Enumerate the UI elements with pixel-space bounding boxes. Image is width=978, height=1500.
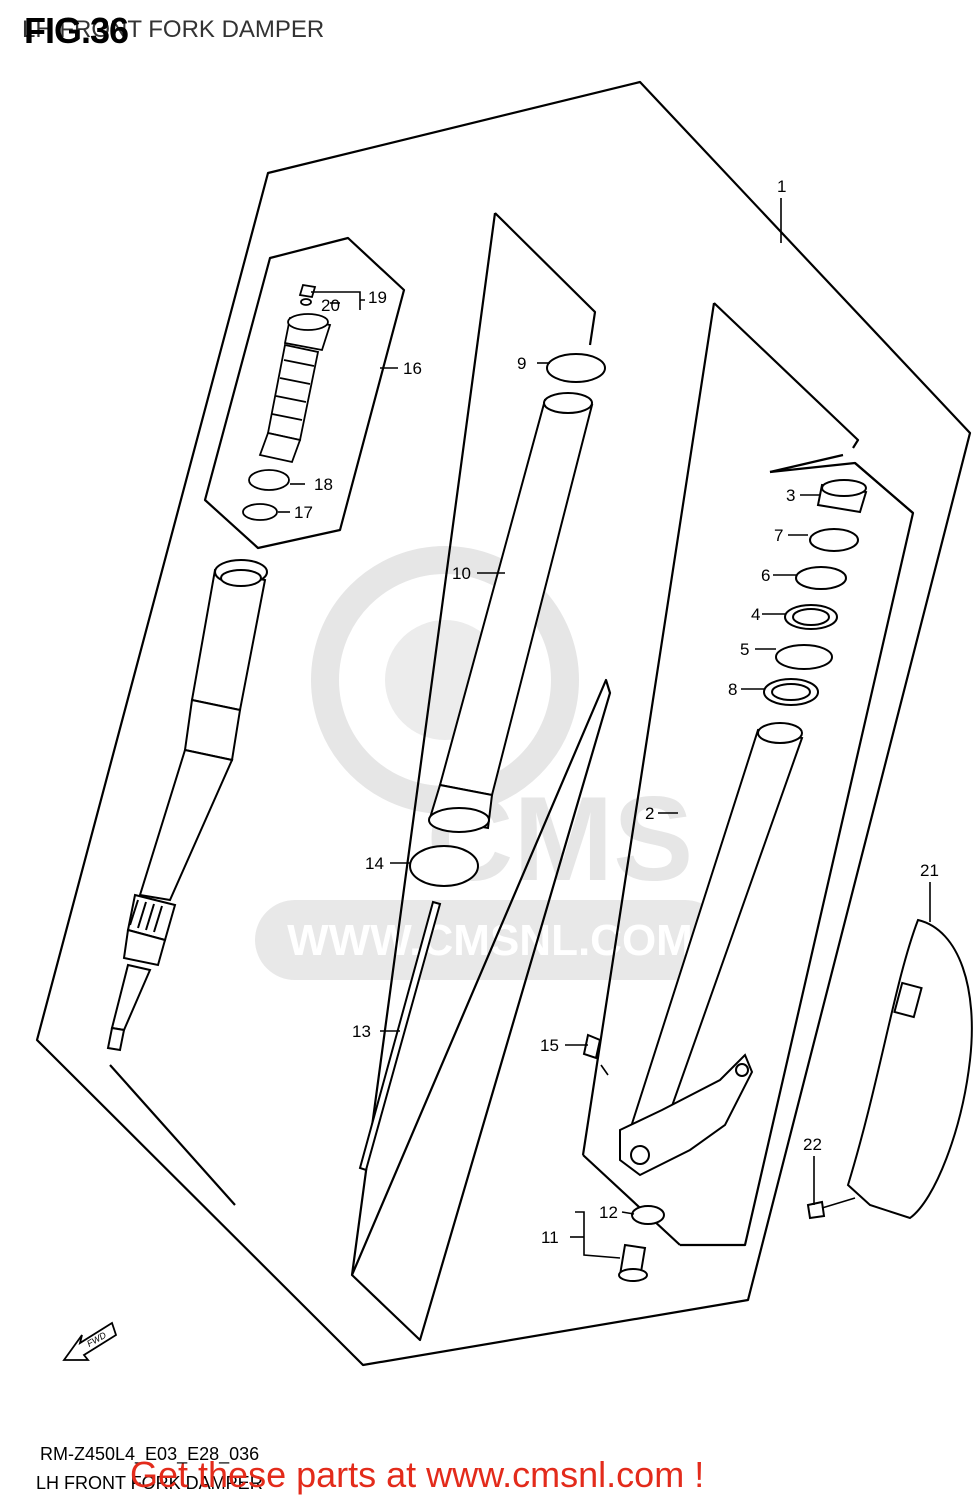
gasket-12 xyxy=(631,1205,665,1225)
valve-assembly-16 xyxy=(242,283,332,521)
leader-lines xyxy=(278,198,931,1259)
callout-21: 21 xyxy=(920,861,939,880)
callout-22: 22 xyxy=(803,1135,822,1154)
callout-16: 16 xyxy=(403,359,422,378)
washer-6 xyxy=(795,566,847,590)
clip-5 xyxy=(775,644,833,670)
callout-4: 4 xyxy=(751,605,760,624)
rod-13 xyxy=(358,900,442,1172)
o-ring-18 xyxy=(248,469,290,491)
bush-7 xyxy=(809,528,859,552)
callout-13: 13 xyxy=(352,1022,371,1041)
callout-17: 17 xyxy=(294,503,313,522)
header-subtitle: LH FRONT FORK DAMPER xyxy=(22,16,325,43)
callout-15: 15 xyxy=(540,1036,559,1055)
callout-20: 20 xyxy=(321,296,340,315)
callout-12: 12 xyxy=(599,1203,618,1222)
damper-cartridge xyxy=(106,559,268,1052)
callout-11: 11 xyxy=(541,1228,559,1247)
callout-5: 5 xyxy=(740,640,749,659)
axle-bracket xyxy=(619,1053,754,1177)
outer-group-box xyxy=(35,80,972,1367)
callout-10: 10 xyxy=(452,564,471,583)
group-box-16 xyxy=(203,236,406,550)
bolt-15 xyxy=(582,1033,602,1060)
callout-18: 18 xyxy=(314,475,333,494)
callout-9: 9 xyxy=(517,354,526,373)
cta-link[interactable]: Get these parts at www.cmsnl.com ! xyxy=(130,1454,705,1495)
callout-6: 6 xyxy=(761,566,770,585)
bolt-22 xyxy=(806,1200,826,1220)
callout-3: 3 xyxy=(786,486,795,505)
callout-7: 7 xyxy=(774,526,783,545)
left-panel xyxy=(109,1064,236,1206)
figure-title: FIG.36 xyxy=(24,10,129,51)
diagram-code: RM-Z450L4_E03_E28_036 xyxy=(40,1444,260,1464)
outer-tube-10 xyxy=(358,353,606,1172)
inner-tube-2 xyxy=(582,479,868,1282)
callouts: 1 2 3 4 5 6 7 8 9 10 11 12 13 14 15 16 1… xyxy=(294,177,939,1247)
right-subpanel xyxy=(582,461,914,1246)
center-panel xyxy=(350,212,612,1342)
footer-subtitle: LH FRONT FORK DAMPER xyxy=(36,1473,263,1493)
callout-19: 19 xyxy=(368,288,387,307)
callout-14: 14 xyxy=(365,854,384,873)
callout-8: 8 xyxy=(728,680,737,699)
oil-seal-14 xyxy=(409,845,479,887)
fork-guard-21 xyxy=(806,918,973,1220)
callout-1: 1 xyxy=(777,177,786,196)
right-panel xyxy=(581,302,915,1247)
watermark-url: WWW.CMSNL.COM xyxy=(287,916,693,965)
ring-9 xyxy=(546,353,606,383)
callout-2: 2 xyxy=(645,804,654,823)
o-ring-17 xyxy=(242,503,278,521)
fwd-arrow: FWD xyxy=(62,1321,118,1361)
